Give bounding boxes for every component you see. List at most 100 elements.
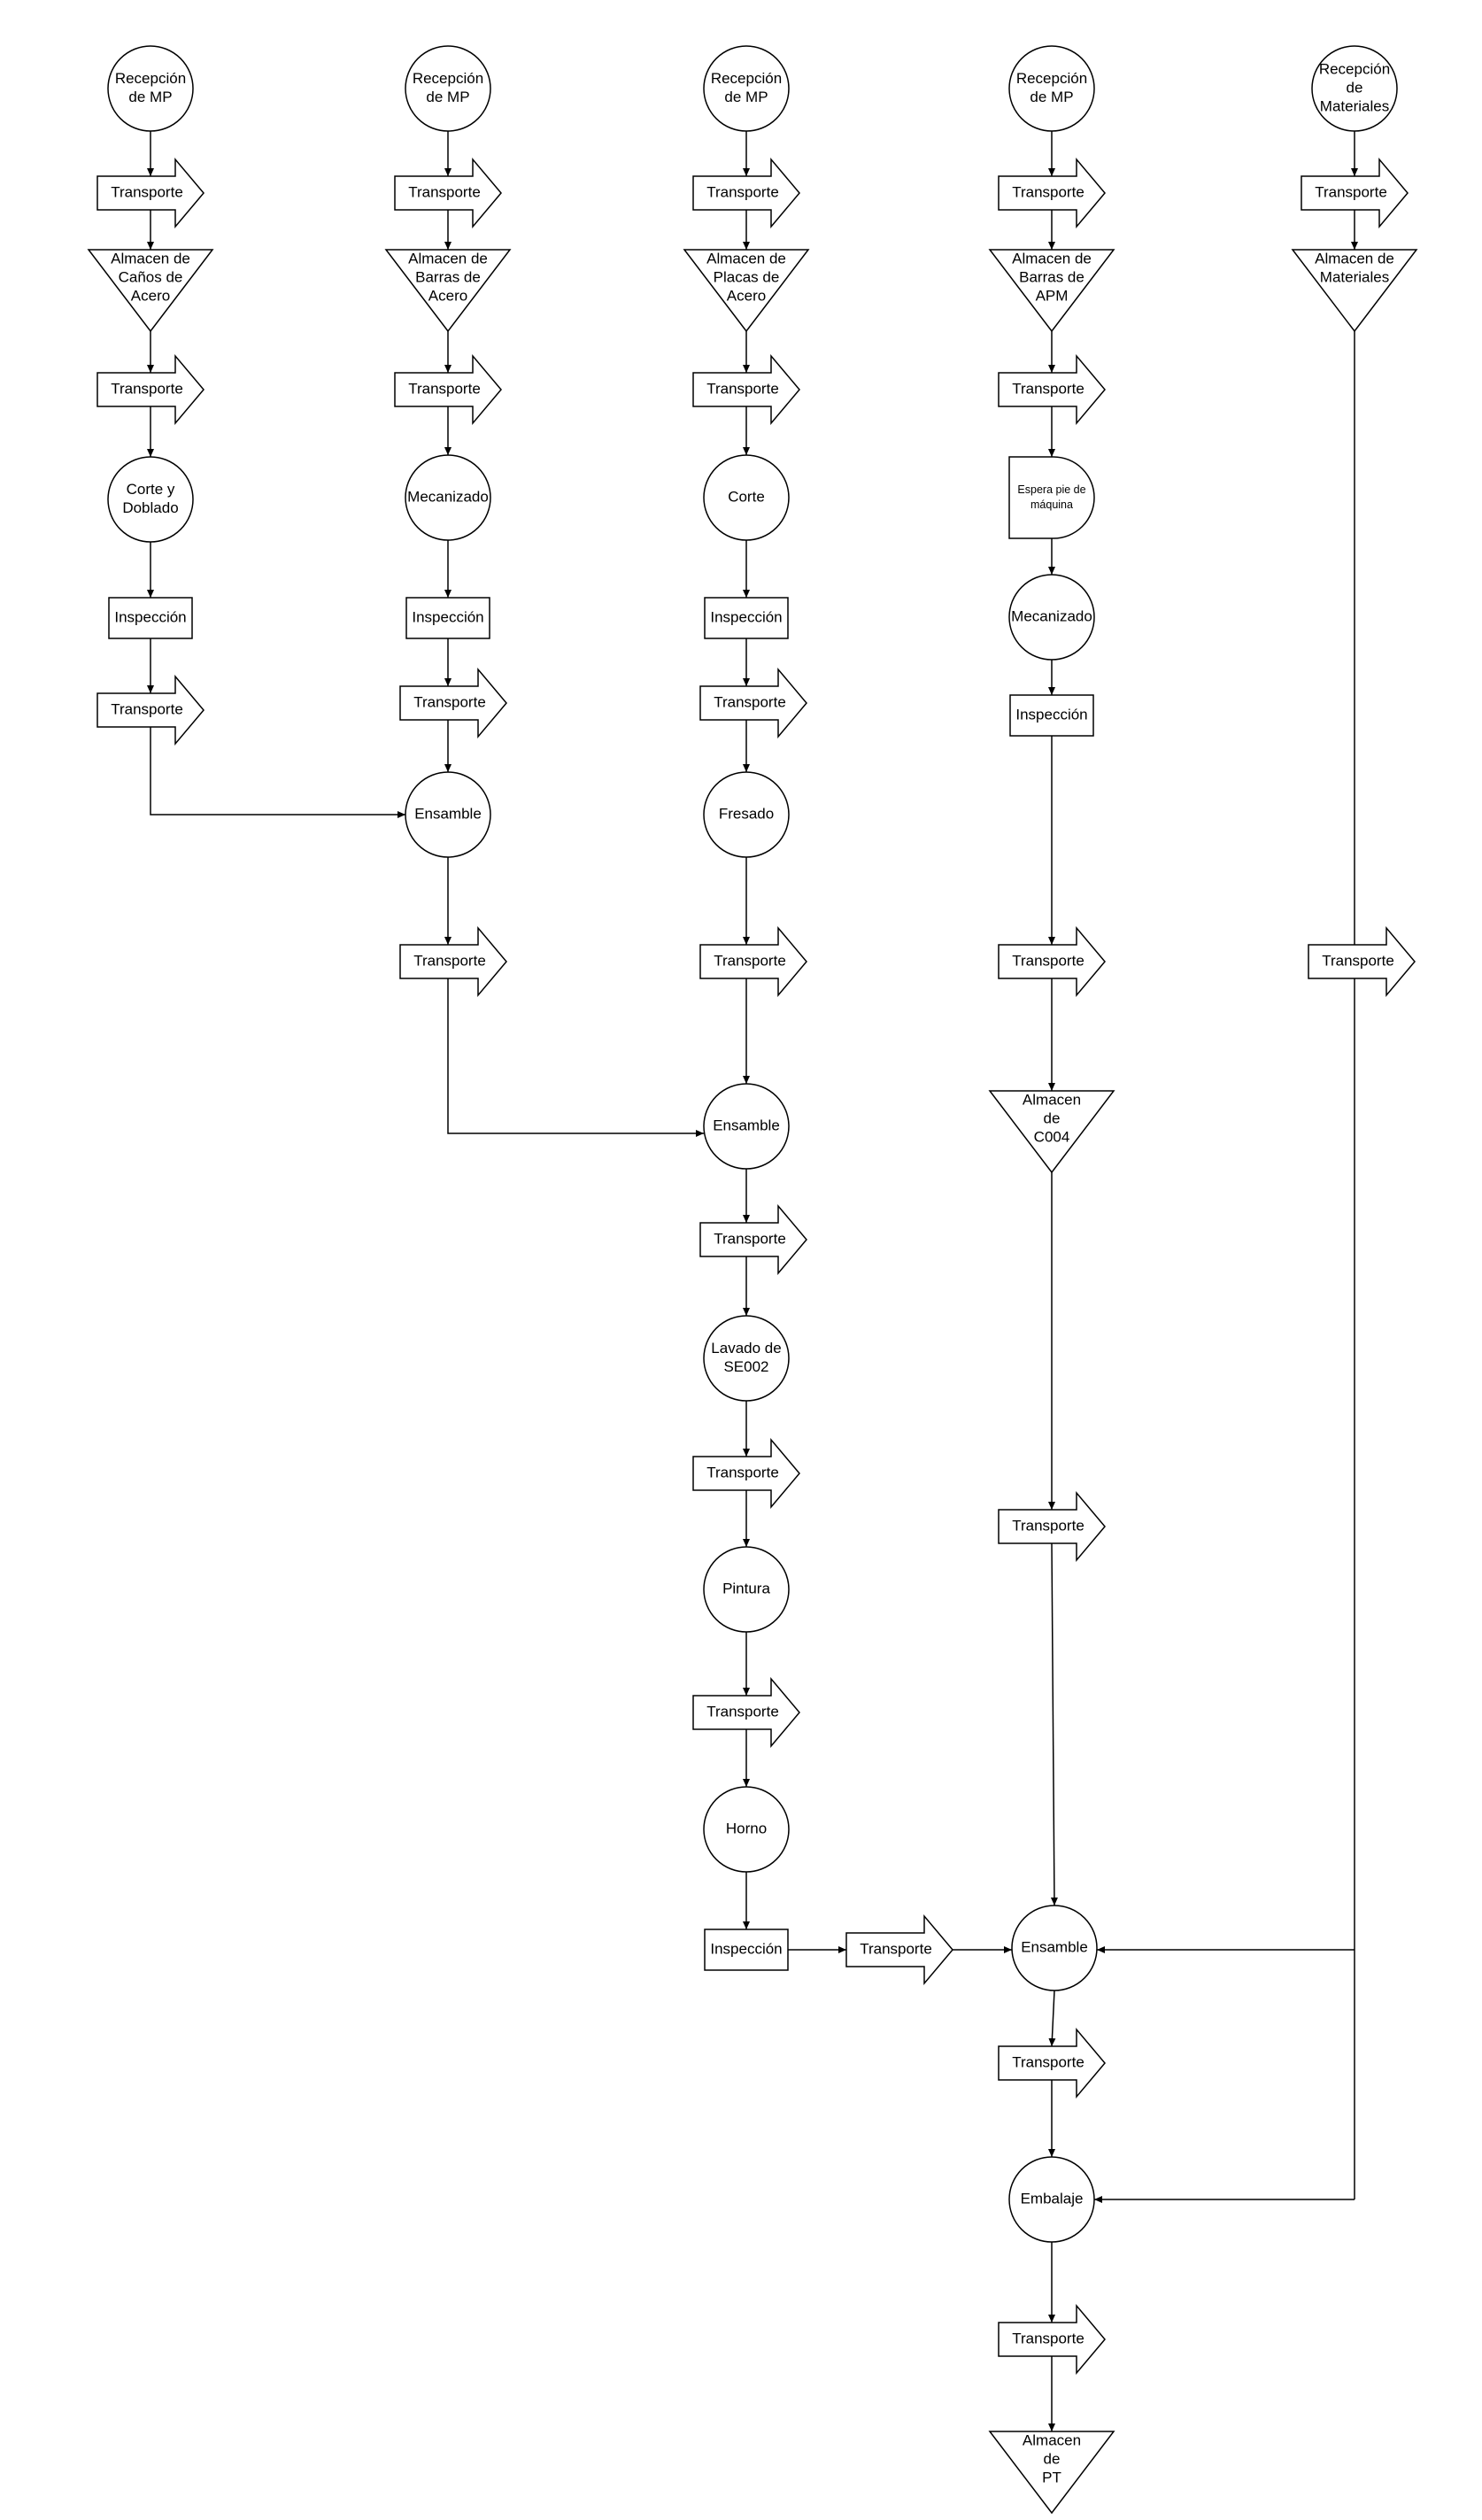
- node-label: Materiales: [1320, 97, 1389, 114]
- node-label: Inspección: [412, 608, 483, 625]
- node-label: Transporte: [1322, 952, 1394, 969]
- node-label: Materiales: [1320, 268, 1389, 285]
- transport-arrow: Transporte: [96, 353, 205, 426]
- node-label: Transporte: [413, 952, 486, 969]
- node-label: Transporte: [706, 183, 779, 200]
- node-label: APM: [1036, 287, 1069, 304]
- transport-arrow: Transporte: [998, 2027, 1106, 2099]
- node-label: Mecanizado: [407, 488, 489, 505]
- node-label: Horno: [726, 1820, 767, 1836]
- transport-arrow: Transporte: [399, 667, 507, 739]
- transport-arrow: Transporte: [394, 157, 502, 229]
- node-label: Recepción: [1319, 60, 1390, 77]
- node-label: Espera pie de: [1017, 483, 1085, 496]
- node-label: Inspección: [710, 608, 782, 625]
- transport-arrow: Transporte: [399, 925, 507, 998]
- flow-line: [1048, 1990, 1056, 2047]
- node-label: Transporte: [860, 1940, 932, 1957]
- node-label: Mecanizado: [1011, 607, 1092, 624]
- node-label: Fresado: [719, 805, 774, 822]
- transport-arrow: Transporte: [692, 1437, 800, 1510]
- node-label: Transporte: [706, 1703, 779, 1720]
- node-label: de MP: [1030, 89, 1073, 105]
- node-label: Almacen: [1023, 2431, 1081, 2448]
- node-label: Transporte: [1012, 2330, 1084, 2346]
- node-label: Acero: [131, 287, 170, 304]
- node-label: Corte y: [127, 481, 175, 498]
- node-label: máquina: [1030, 499, 1073, 511]
- node-label: Transporte: [1315, 183, 1387, 200]
- node-label: PT: [1042, 2469, 1061, 2485]
- transport-arrow: Transporte: [96, 157, 205, 229]
- node-label: Inspección: [1015, 706, 1087, 723]
- transport-arrow: Transporte: [1308, 925, 1416, 998]
- transport-arrow: Transporte: [96, 674, 205, 746]
- node-label: Transporte: [413, 693, 486, 710]
- node-label: Barras de: [1019, 268, 1084, 285]
- wait-delay-shape: Espera pie de máquina: [1008, 456, 1095, 539]
- transport-arrow: Transporte: [845, 1913, 953, 1986]
- transport-arrow: Transporte: [998, 2303, 1106, 2376]
- transport-arrow: Transporte: [699, 667, 807, 739]
- inspection-box: Inspección: [704, 1929, 789, 1971]
- node-label: Transporte: [111, 183, 183, 200]
- node-label: C004: [1034, 1128, 1070, 1145]
- process-node-pintura: Pintura: [703, 1546, 790, 1633]
- process-node-corte: Corte: [703, 454, 790, 541]
- node-label: Acero: [727, 287, 766, 304]
- flow-line: [447, 978, 704, 1137]
- node-label: Almacen de: [1012, 250, 1092, 267]
- node-label: Transporte: [1012, 183, 1084, 200]
- flow-line: [1050, 1542, 1058, 1906]
- inspection-box: Inspección: [704, 597, 789, 639]
- process-node-embalaje: Embalaje: [1008, 2156, 1095, 2243]
- inspection-box: Inspección: [1009, 694, 1094, 737]
- transport-arrow: Transporte: [998, 157, 1106, 229]
- process-node-horno: Horno: [703, 1786, 790, 1873]
- flow-line: [150, 727, 405, 818]
- node-label: Transporte: [111, 380, 183, 397]
- transport-arrow: Transporte: [394, 353, 502, 426]
- transport-arrow: Transporte: [998, 353, 1106, 426]
- node-label: Doblado: [122, 499, 178, 516]
- node-label: Recepción: [413, 70, 483, 87]
- transport-arrow: Transporte: [998, 925, 1106, 998]
- node-label: Caños de: [119, 268, 183, 285]
- process-node-fresado: Fresado: [703, 771, 790, 858]
- node-label: Transporte: [706, 1464, 779, 1480]
- node-label: Ensamble: [414, 805, 482, 822]
- transport-arrow: Transporte: [692, 1676, 800, 1749]
- node-label: Transporte: [1012, 1517, 1084, 1534]
- node-label: Ensamble: [1021, 1938, 1088, 1955]
- node-label: Transporte: [1012, 380, 1084, 397]
- node-label: Inspección: [114, 608, 186, 625]
- process-node-mecanizado: Mecanizado: [1008, 574, 1095, 661]
- node-label: Almacen de: [706, 250, 786, 267]
- node-label: Embalaje: [1021, 2190, 1084, 2207]
- inspection-box: Inspección: [405, 597, 490, 639]
- transport-arrow: Transporte: [699, 925, 807, 998]
- node-label: Transporte: [1012, 952, 1084, 969]
- node-label: Transporte: [714, 1230, 786, 1247]
- node-label: de: [1347, 79, 1363, 96]
- node-label: Corte: [728, 488, 765, 505]
- node-label: Almacen de: [408, 250, 488, 267]
- inspection-box: Inspección: [108, 597, 193, 639]
- process-node-ensamble: Ensamble: [405, 771, 491, 858]
- node-label: Recepción: [711, 70, 782, 87]
- transport-arrow: Transporte: [692, 157, 800, 229]
